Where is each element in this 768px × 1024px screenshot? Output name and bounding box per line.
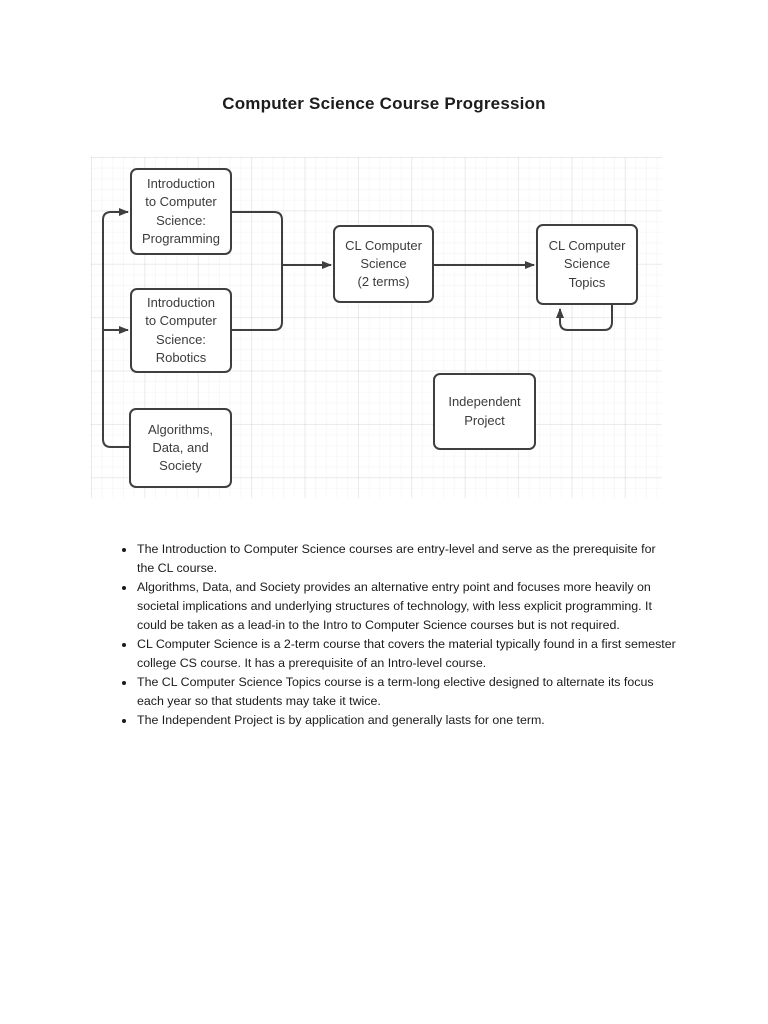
flowchart-connectors <box>102 208 613 448</box>
notes-list: The Introduction to Computer Science cou… <box>110 540 676 730</box>
note-item: Algorithms, Data, and Society provides a… <box>136 578 676 635</box>
edge-intro-programming-to-cl <box>232 211 283 265</box>
node-independent-project: Independent Project <box>433 373 536 450</box>
node-algorithms-data-society: Algorithms, Data, and Society <box>129 408 232 488</box>
edge-topics-self-loop <box>556 305 613 331</box>
node-intro-programming: Introduction to Computer Science: Progra… <box>130 168 232 255</box>
node-cl-computer-science: CL Computer Science (2 terms) <box>333 225 434 303</box>
edge-intro-robotics-to-cl <box>232 265 283 331</box>
page-title: Computer Science Course Progression <box>222 94 546 113</box>
node-cl-cs-topics: CL Computer Science Topics <box>536 224 638 305</box>
note-item: The Independent Project is by applicatio… <box>136 711 676 730</box>
course-flowchart: Introduction to Computer Science: Progra… <box>91 157 662 498</box>
note-item: CL Computer Science is a 2-term course t… <box>136 635 676 673</box>
note-item: The CL Computer Science Topics course is… <box>136 673 676 711</box>
note-item: The Introduction to Computer Science cou… <box>136 540 676 578</box>
node-intro-robotics: Introduction to Computer Science: Roboti… <box>130 288 232 373</box>
